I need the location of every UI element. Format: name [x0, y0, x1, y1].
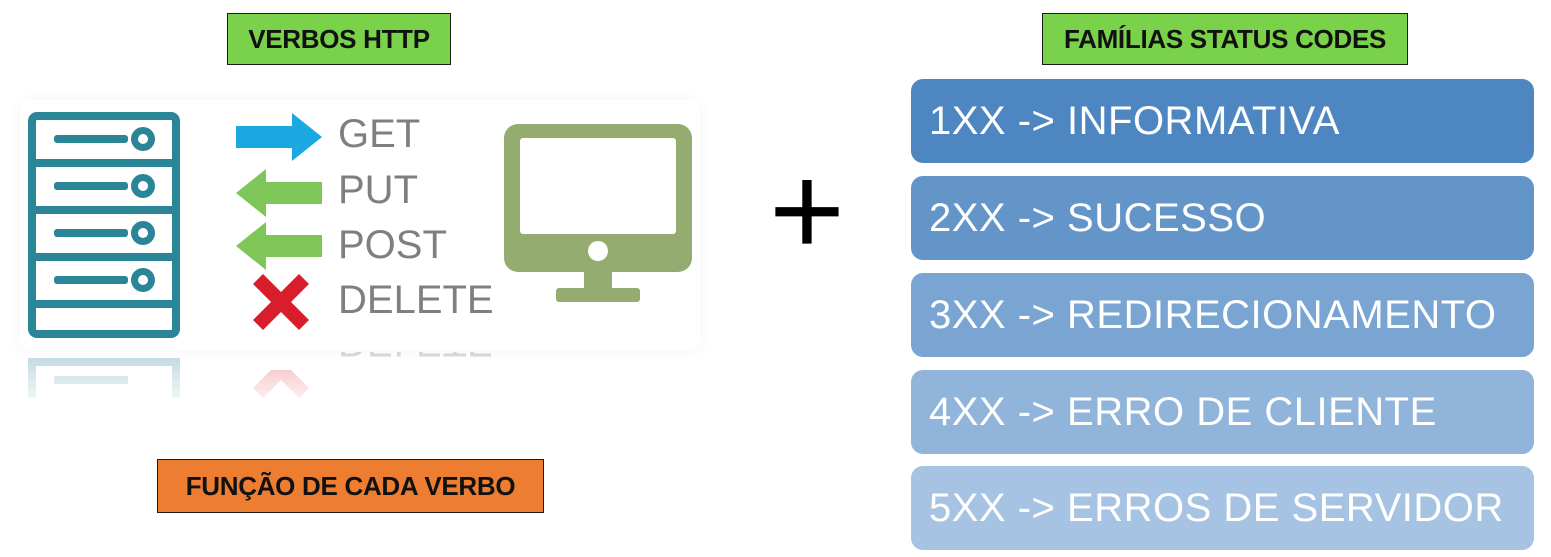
verb-post-label: POST [338, 223, 447, 267]
x-cross-icon [253, 274, 309, 330]
left-arrow-icon [236, 222, 322, 270]
verb-put-label: PUT [338, 168, 418, 212]
monitor-icon [504, 124, 692, 302]
familias-status-codes-tag: FAMÍLIAS STATUS CODES [1042, 13, 1408, 65]
funcao-de-cada-verbo-tag: FUNÇÃO DE CADA VERBO [157, 459, 544, 513]
status-family-5xx: 5XX -> ERROS DE SERVIDOR [911, 466, 1534, 550]
status-family-1xx: 1XX -> INFORMATIVA [911, 79, 1534, 163]
left-arrow-icon [236, 169, 322, 217]
status-family-3xx: 3XX -> REDIRECIONAMENTO [911, 273, 1534, 357]
right-arrow-icon [236, 113, 322, 161]
server-icon [28, 112, 180, 338]
reflection-text: DELETE [338, 352, 494, 364]
panel-reflection: DELETE [20, 352, 700, 412]
verb-get-label: GET [338, 112, 421, 156]
status-family-4xx: 4XX -> ERRO DE CLIENTE [911, 370, 1534, 454]
verb-delete-label: DELETE [338, 278, 494, 322]
verbos-http-tag: VERBOS HTTP [227, 13, 451, 65]
plus-sign: + [769, 137, 845, 283]
status-family-2xx: 2XX -> SUCESSO [911, 176, 1534, 260]
